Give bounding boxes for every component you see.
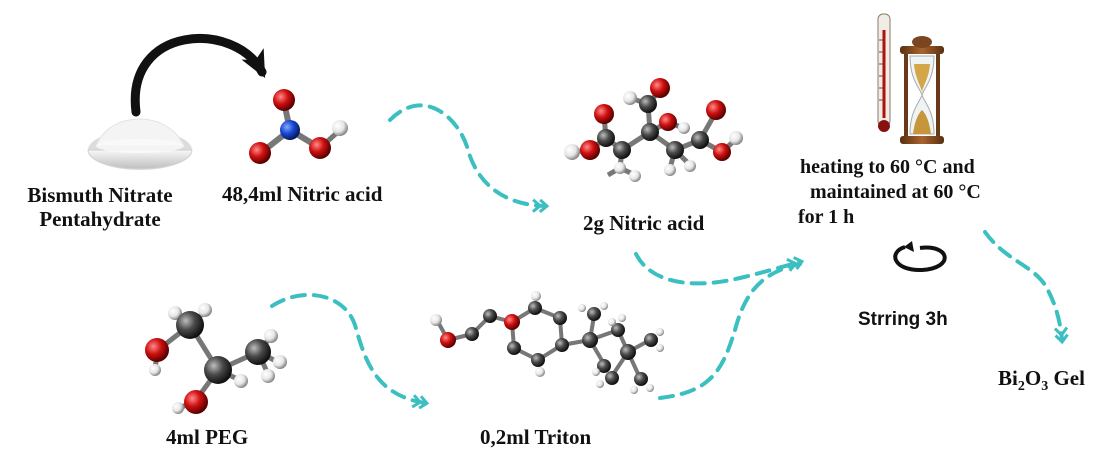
citric-acid-molecule-icon [564, 78, 743, 182]
bismuth-nitrate-label: Bismuth Nitrate Pentahydrate [16, 183, 184, 231]
dashed-arrow-heating-to-gel [983, 230, 1062, 340]
triton-label: 0,2ml Triton [480, 425, 592, 449]
peg-label: 4ml PEG [166, 425, 249, 449]
triton-molecule-icon [430, 291, 664, 394]
dashed-arrow-nitric-to-citric [388, 103, 545, 206]
nitric-acid-label: 48,4ml Nitric acid [222, 182, 383, 206]
gel-o: O [1024, 366, 1042, 390]
heating-line-3: for 1 h [798, 206, 855, 228]
dashed-arrow-peg-to-triton [270, 292, 425, 403]
bi2o3-gel-label: Bi2O3 Gel [998, 366, 1085, 399]
stir-rotation-icon [893, 241, 947, 273]
nitric-acid-molecule-icon [249, 89, 348, 164]
gel-suffix: Gel [1048, 366, 1085, 390]
dashed-arrow-triton-to-heating [658, 262, 802, 400]
peg-molecule-icon [145, 303, 287, 414]
heating-line-2: maintained at 60 °C [810, 181, 981, 203]
gel-bi: Bi [998, 366, 1018, 390]
bismuth-line-2: Pentahydrate [39, 207, 161, 231]
gel-sub-2: 2 [1017, 379, 1025, 395]
citric-acid-label: 2g Nitric acid [583, 211, 705, 235]
heating-line-1: heating to 60 °C and [800, 156, 975, 178]
dashed-arrow-citric-to-heating [634, 252, 800, 286]
thermometer-icon [877, 13, 891, 132]
hourglass-icon [900, 36, 944, 144]
gel-sub-3: 3 [1041, 379, 1049, 395]
powder-dish-icon [87, 118, 193, 170]
heating-condition-label: heating to 60 °C and maintained at 60 °C… [798, 155, 981, 230]
curved-black-arrow [130, 34, 267, 117]
bismuth-line-1: Bismuth Nitrate [27, 183, 173, 207]
stirring-label: Strring 3h [858, 309, 948, 330]
